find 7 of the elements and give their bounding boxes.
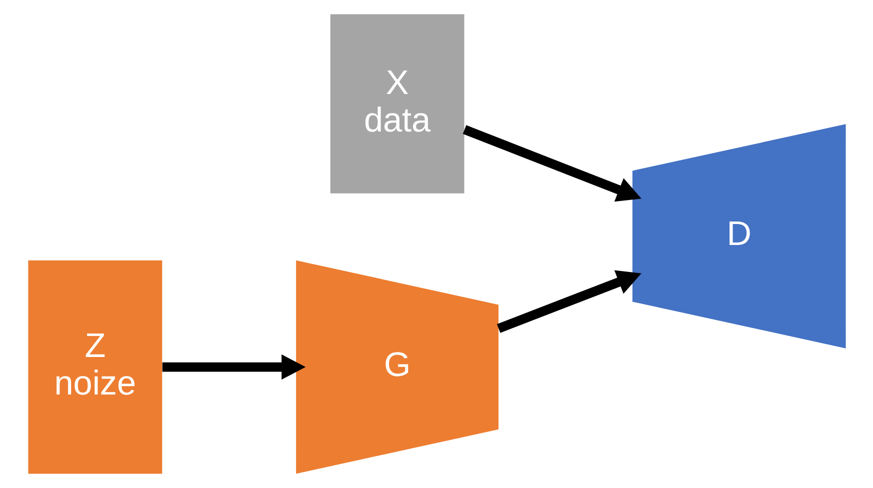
node-box: G [296,260,498,474]
arrow [462,125,641,202]
node-box: D [632,124,846,348]
arrow [162,354,306,380]
arrow [496,270,641,333]
node-box: Z noize [28,260,162,474]
node-box: X data [330,14,464,194]
